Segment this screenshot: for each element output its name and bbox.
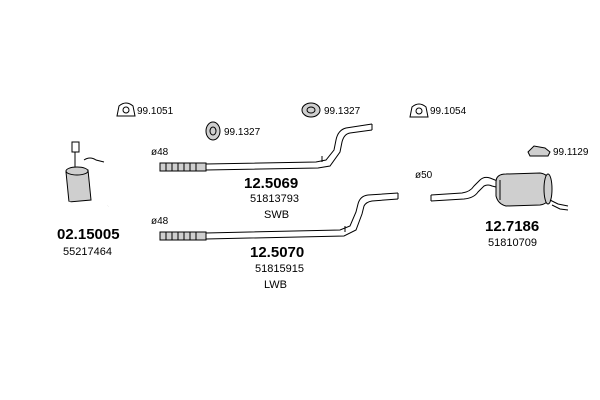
variant-label-swb: SWB (264, 209, 290, 221)
part-number-12-7186: 12.7186 (485, 218, 540, 235)
part-number-12-5070: 12.5070 (250, 244, 305, 261)
part-number-12-5069: 12.5069 (244, 175, 299, 192)
diameter-label-rear: ø50 (415, 170, 433, 181)
hardware-code-99-1327-top: 99.1327 (324, 106, 361, 117)
front-pipe-lwb-icon (159, 192, 399, 241)
hardware-code-99-1051: 99.1051 (137, 106, 174, 117)
diameter-label-lwb: ø48 (151, 216, 169, 227)
rubber-ring-icon (301, 102, 321, 118)
part-number-02-15005: 02.15005 (57, 226, 120, 243)
oem-number-51810709: 51810709 (488, 237, 537, 249)
variant-label-lwb: LWB (264, 279, 288, 291)
rear-silencer-icon (430, 172, 569, 211)
bracket-icon (527, 145, 551, 157)
catalytic-converter-icon (65, 141, 110, 213)
oem-number-55217464: 55217464 (63, 246, 112, 258)
oem-number-51813793: 51813793 (250, 193, 299, 205)
diameter-label-swb: ø48 (151, 147, 169, 158)
rubber-ring-icon (205, 121, 221, 141)
hardware-code-99-1129: 99.1129 (553, 147, 589, 158)
rubber-hanger-icon (409, 103, 429, 118)
front-pipe-swb-icon (159, 123, 373, 172)
hardware-code-99-1054: 99.1054 (430, 106, 467, 117)
rubber-hanger-icon (116, 102, 136, 117)
hardware-code-99-1327-lower: 99.1327 (224, 127, 261, 138)
oem-number-51815915: 51815915 (255, 263, 304, 275)
